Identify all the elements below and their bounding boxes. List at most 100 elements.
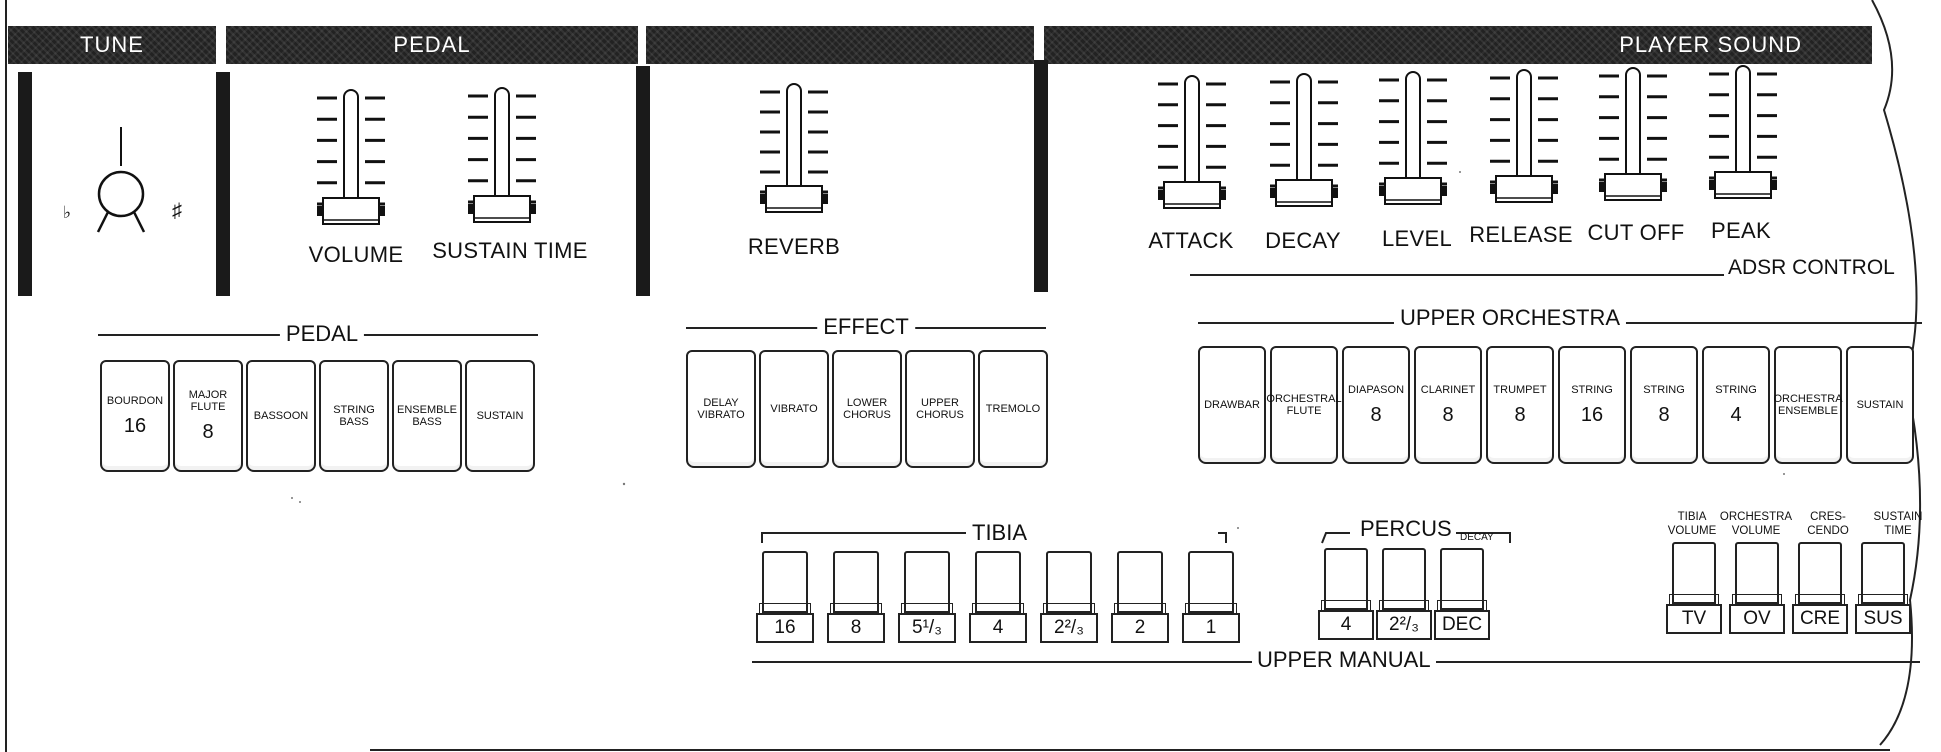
pedal-tab-name: BASSOON [253, 410, 309, 422]
expression-label-1: TIBIA VOLUME [1667, 511, 1717, 537]
effect-tab-1[interactable]: DELAY VIBRATO [686, 350, 756, 468]
tibia-key-label[interactable]: 2²/₃ [1040, 613, 1098, 643]
slider-label-peak: PEAK [1711, 218, 1771, 243]
pedal-tab-name: BOURDON [106, 394, 164, 407]
expression-label-2: ORCHESTRA VOLUME [1719, 511, 1793, 537]
slider-release[interactable] [1490, 69, 1558, 203]
expression-label-3: CRES- CENDO [1807, 511, 1849, 537]
orchestra-tab-2[interactable]: ORCHESTRAL FLUTE [1266, 346, 1342, 464]
expression-key-label[interactable]: OV [1729, 604, 1785, 634]
pedal-tab-4[interactable]: STRING BASS [319, 360, 389, 472]
pedal-tab-name: MAJOR FLUTE [188, 388, 228, 413]
slider-decay[interactable] [1270, 73, 1338, 207]
orchestra-tab-name: STRING [1643, 383, 1685, 396]
orchestra-tab-3[interactable]: DIAPASON 8 [1342, 346, 1410, 464]
tibia-key-label[interactable]: 16 [756, 613, 814, 643]
slider-volume[interactable] [317, 89, 385, 225]
tibia-key-6[interactable] [1117, 551, 1163, 613]
pedal-tab-name: SUSTAIN [476, 410, 524, 422]
pedal-tab-3[interactable]: BASSOON [246, 360, 316, 472]
effect-tab-5[interactable]: TREMOLO [978, 350, 1048, 468]
percus-key-label[interactable]: DEC [1434, 610, 1490, 640]
effect-tab-2[interactable]: VIBRATO [759, 350, 829, 468]
slider-level[interactable] [1379, 71, 1447, 205]
tibia-key-7[interactable] [1188, 551, 1234, 613]
slider-reverb[interactable] [760, 83, 828, 213]
percus-key-2[interactable] [1382, 548, 1426, 610]
effect-tab-4[interactable]: UPPER CHORUS [905, 350, 975, 468]
header-reverb [646, 26, 1034, 64]
panel-bar-player [1034, 60, 1048, 292]
panel-bar-reverb [636, 66, 650, 296]
effect-tab-3[interactable]: LOWER CHORUS [832, 350, 902, 468]
slider-label-reverb: REVERB [747, 234, 841, 259]
tibia-key-label[interactable]: 5¹/₃ [898, 613, 956, 643]
percus-key-3[interactable] [1440, 548, 1484, 610]
orchestra-tab-name: ORCHESTRAL FLUTE [1266, 393, 1342, 417]
tibia-key-4[interactable] [975, 551, 1021, 613]
pedal-tab-5[interactable]: ENSEMBLE BASS [392, 360, 462, 472]
orchestra-tab-7[interactable]: STRING 8 [1630, 346, 1698, 464]
orchestra-tab-9[interactable]: ORCHESTRA ENSEMBLE [1773, 346, 1843, 464]
expression-label-4: SUSTAIN TIME [1873, 511, 1923, 537]
slider-label-attack: ATTACK [1148, 228, 1234, 253]
adsr-control-label: ADSR CONTROL [1728, 256, 1895, 279]
orchestra-tab-footage: 8 [1658, 403, 1670, 426]
tune-flat-symbol: ♭ [63, 203, 72, 222]
orchestra-tab-footage: 8 [1370, 403, 1382, 426]
slider-attack[interactable] [1158, 75, 1226, 209]
tibia-key-label[interactable]: 4 [969, 613, 1027, 643]
orchestra-tab-name: TRUMPET [1493, 383, 1547, 396]
orchestra-tab-name: DRAWBAR [1204, 399, 1260, 411]
percus-key-label[interactable]: 2²/₃ [1376, 610, 1432, 640]
orchestra-tab-name: ORCHESTRA ENSEMBLE [1773, 393, 1843, 417]
upper-orchestra-title: UPPER ORCHESTRA [1393, 305, 1627, 331]
header-tune-label: TUNE [80, 32, 144, 57]
expression-key-label[interactable]: CRE [1792, 604, 1848, 634]
orchestra-tab-footage: 4 [1730, 403, 1742, 426]
tibia-key-3[interactable] [904, 551, 950, 613]
slider-sustain-time[interactable] [468, 87, 536, 223]
orchestra-tab-1[interactable]: DRAWBAR [1198, 346, 1266, 464]
orchestra-tab-name: SUSTAIN [1856, 399, 1904, 411]
expression-key-2[interactable] [1735, 542, 1779, 604]
tibia-key-label[interactable]: 1 [1182, 613, 1240, 643]
orchestra-tab-footage: 16 [1580, 403, 1604, 426]
percus-key-1[interactable] [1324, 548, 1368, 610]
orchestra-tab-name: DIAPASON [1347, 383, 1405, 396]
pedal-tab-6[interactable]: SUSTAIN [465, 360, 535, 472]
expression-key-3[interactable] [1798, 542, 1842, 604]
expression-key-4[interactable] [1861, 542, 1905, 604]
expression-key-1[interactable] [1672, 542, 1716, 604]
pedal-tab-name: STRING BASS [333, 404, 375, 428]
slider-peak[interactable] [1709, 65, 1777, 199]
tibia-key-5[interactable] [1046, 551, 1092, 613]
expression-key-label[interactable]: SUS [1855, 604, 1911, 634]
effect-tab-name: DELAY VIBRATO [697, 397, 745, 421]
expression-key-label[interactable]: TV [1666, 604, 1722, 634]
orchestra-tab-name: CLARINET [1420, 383, 1476, 396]
tibia-key-1[interactable] [762, 551, 808, 613]
tibia-key-2[interactable] [833, 551, 879, 613]
header-pedal: PEDAL [226, 26, 638, 64]
effect-tab-name: VIBRATO [770, 403, 818, 415]
tune-sharp-symbol: ♯ [172, 200, 182, 222]
tibia-key-label[interactable]: 8 [827, 613, 885, 643]
slider-label-volume: VOLUME [308, 242, 404, 267]
orchestra-tab-10[interactable]: SUSTAIN [1846, 346, 1914, 464]
slider-cut-off[interactable] [1599, 67, 1667, 201]
header-player-sound: PLAYER SOUND [1044, 26, 1872, 64]
percus-decay-label: DECAY [1460, 532, 1494, 543]
percus-key-label[interactable]: 4 [1318, 610, 1374, 640]
panel-bar-pedal [216, 72, 230, 296]
tibia-key-label[interactable]: 2 [1111, 613, 1169, 643]
